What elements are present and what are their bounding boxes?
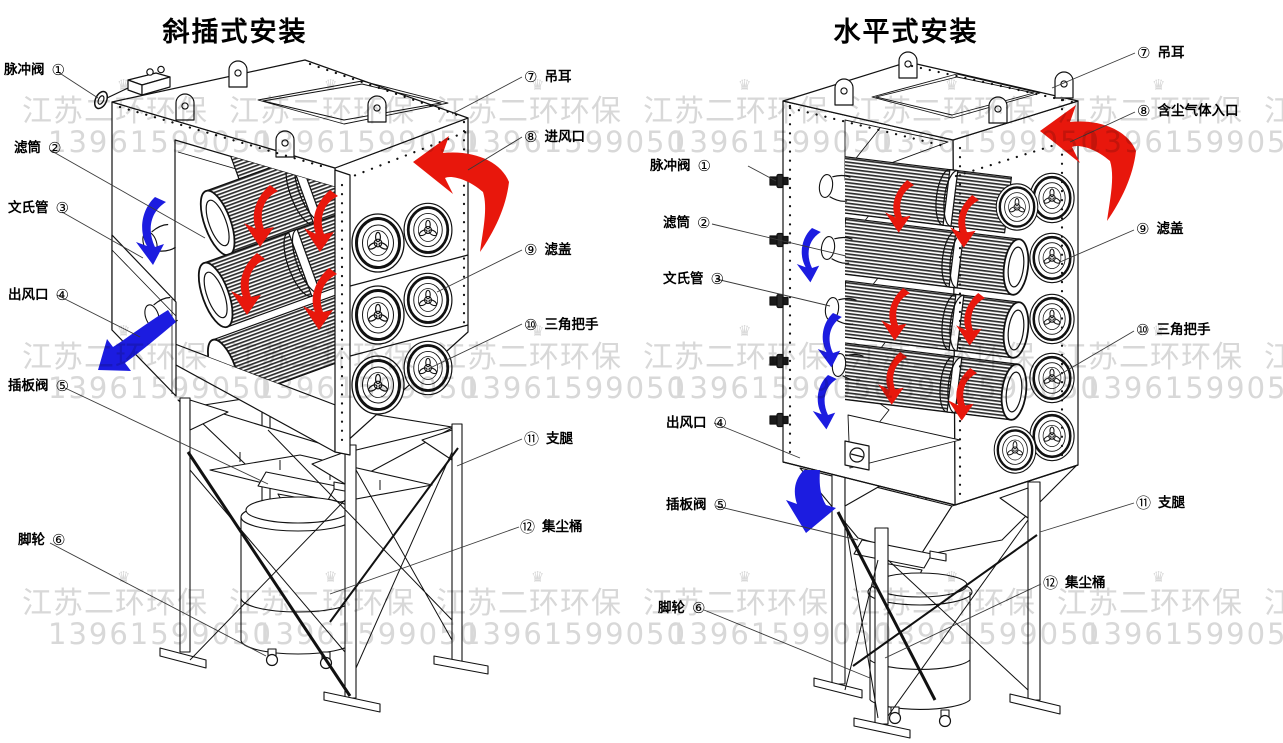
clean-air-arrows-right xyxy=(786,228,842,533)
left-diagram-title: 斜插式安装 xyxy=(162,17,308,48)
horizontal-installation-drawing xyxy=(703,51,1136,739)
outlet-air-arrow-right xyxy=(786,470,836,533)
outlet-chute-left xyxy=(111,234,177,397)
leader-lines-right xyxy=(703,52,1136,679)
cabinet-left xyxy=(93,59,469,456)
clean-air-arrows-left xyxy=(98,197,176,371)
pulse-valve-assembly-left xyxy=(93,65,171,110)
support-stand-right xyxy=(799,457,1077,739)
air-outlet-port-right xyxy=(844,440,870,471)
inclined-installation-drawing xyxy=(49,59,523,713)
cabinet-right xyxy=(769,51,1079,506)
right-diagram-title: 水平式安装 xyxy=(833,17,979,48)
leader-lines-left xyxy=(49,71,523,657)
dust-bucket-right xyxy=(867,572,973,728)
support-stand-left xyxy=(159,395,489,713)
outlet-air-arrow xyxy=(98,310,176,371)
